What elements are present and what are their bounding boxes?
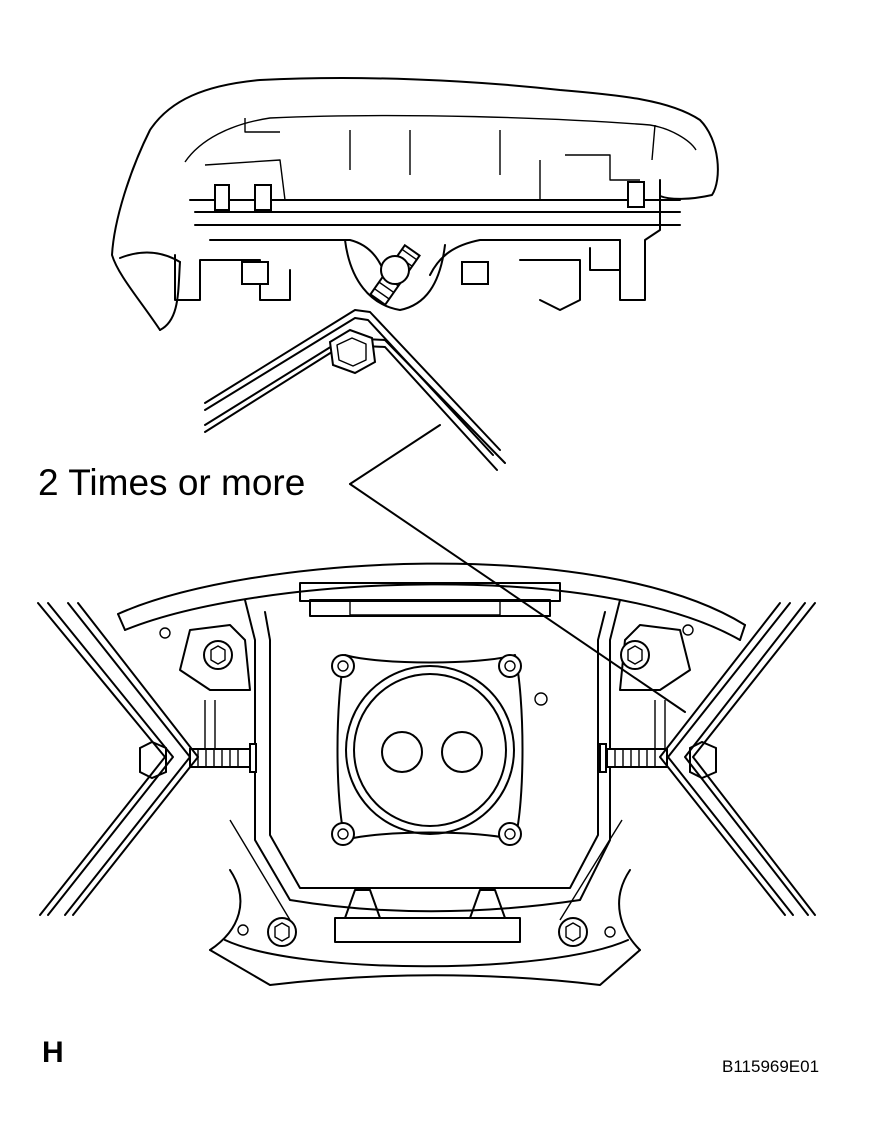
hex-wrench-right [659, 602, 816, 916]
figure-letter: H [42, 1036, 64, 1069]
figure-code: B115969E01 [722, 1057, 820, 1076]
steering-pad-side-view [111, 77, 719, 331]
callout-leader-lines [349, 424, 686, 713]
steering-pad-rear-view [117, 562, 746, 986]
hex-wrench-top [204, 309, 506, 471]
callout-label: 2 Times or more [38, 462, 306, 503]
right-screw [599, 740, 717, 780]
hex-wrench-left [37, 602, 199, 916]
